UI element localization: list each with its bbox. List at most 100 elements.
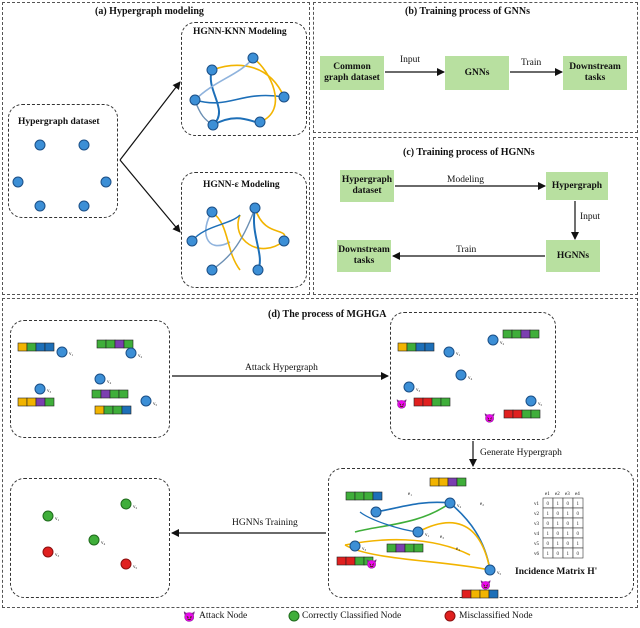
panel-c: [313, 137, 638, 295]
downstream-tasks-box-c: Downstream tasks: [337, 240, 391, 272]
modeling-arrow-label: Modeling: [447, 175, 484, 185]
svg-text:0: 0: [557, 512, 560, 517]
panel-a: [2, 2, 310, 295]
legend-correct-icon: [288, 610, 300, 622]
common-graph-dataset-box: Common graph dataset: [320, 56, 384, 90]
svg-text:0: 0: [567, 502, 570, 507]
svg-text:1: 1: [577, 542, 580, 547]
dataset-node: [78, 139, 90, 151]
train-arrow-label-b: Train: [521, 58, 542, 68]
svg-text:v5: v5: [534, 542, 540, 547]
classification-nodes: v₁ v₂ v₃ v₄ v₅: [42, 498, 138, 570]
arrow-to-knn: [119, 81, 181, 161]
svg-text:v₁: v₁: [456, 352, 461, 357]
hgnns-box: HGNNs: [546, 240, 600, 272]
svg-text:0: 0: [577, 512, 580, 517]
attack-icon: 😈: [484, 413, 495, 423]
svg-text:v₂: v₂: [138, 354, 143, 359]
svg-text:0: 0: [567, 542, 570, 547]
panel-b: [313, 2, 638, 133]
svg-text:0: 0: [567, 522, 570, 527]
svg-text:0: 0: [547, 542, 550, 547]
classification-result-box: [10, 478, 170, 598]
svg-text:v₅: v₅: [153, 402, 158, 407]
attack-icon: 😈: [396, 399, 407, 409]
svg-text:v₃: v₃: [362, 547, 367, 552]
original-nodes: v₁ v₂ v₃ v₄ v₅: [34, 346, 158, 407]
legend-attack-icon: 😈: [183, 611, 195, 623]
panel-b-title: (b) Training process of GNNs: [405, 6, 531, 17]
svg-text:0: 0: [547, 522, 550, 527]
svg-text:e1: e1: [545, 492, 550, 497]
attack-hypergraph-label: Attack Hypergraph: [245, 363, 318, 373]
svg-text:0: 0: [577, 532, 580, 537]
generated-hypergraph: v₂ v₁ v₃ v₅ 😈 😈 e₁ e₂ e₃ e₄: [344, 492, 502, 590]
svg-text:e₁: e₁: [408, 492, 412, 497]
attack-icon: 😈: [366, 559, 377, 569]
svg-text:v₃: v₃: [416, 388, 421, 393]
hypergraph-dataset-label: Hypergraph dataset: [18, 117, 100, 127]
svg-text:1: 1: [567, 512, 570, 517]
attack-icon: 😈: [480, 580, 491, 590]
svg-text:e₃: e₃: [440, 535, 444, 540]
hypergraph-box: Hypergraph: [546, 172, 608, 200]
epsilon-model-label: HGNN-ε Modeling: [203, 180, 280, 190]
dataset-node: [34, 139, 46, 151]
svg-text:1: 1: [577, 502, 580, 507]
dataset-node: [34, 200, 46, 212]
generate-hypergraph-label: Generate Hypergraph: [480, 448, 562, 458]
panel-d-title: (d) The process of MGHGA: [268, 309, 387, 320]
downstream-tasks-box-b: Downstream tasks: [563, 56, 627, 90]
legend-misclassified-icon: [444, 610, 456, 622]
svg-text:v₅: v₅: [538, 402, 543, 407]
legend-correct-label: Correctly Classified Node: [302, 611, 402, 621]
dataset-node: [100, 176, 112, 188]
svg-text:1: 1: [557, 502, 560, 507]
train-arrow-label-c: Train: [456, 245, 477, 255]
panel-d: [2, 298, 638, 608]
svg-text:v₃: v₃: [55, 553, 60, 558]
legend-misclassified-label: Misclassified Node: [459, 611, 533, 621]
svg-text:v₁: v₁: [69, 352, 74, 357]
svg-text:1: 1: [567, 552, 570, 557]
svg-text:1: 1: [547, 552, 550, 557]
svg-text:1: 1: [547, 532, 550, 537]
svg-text:1: 1: [557, 542, 560, 547]
svg-text:v4: v4: [534, 532, 540, 537]
svg-text:v₁: v₁: [55, 517, 60, 522]
input-arrow-label-c: Input: [580, 212, 601, 222]
attacked-hypergraph-box: [390, 312, 556, 440]
svg-text:v₅: v₅: [133, 565, 138, 570]
svg-text:v₂: v₂: [133, 505, 138, 510]
svg-text:v₄: v₄: [468, 376, 473, 381]
panel-c-title: (c) Training process of HGNNs: [403, 147, 535, 158]
svg-text:e3: e3: [565, 492, 570, 497]
svg-text:v₁: v₁: [425, 533, 430, 538]
svg-text:v1: v1: [534, 502, 540, 507]
epsilon-graph: [186, 202, 290, 276]
dataset-nodes: [12, 139, 112, 212]
svg-text:0: 0: [557, 552, 560, 557]
svg-text:1: 1: [567, 532, 570, 537]
knn-model-box: [181, 22, 307, 136]
svg-text:v2: v2: [534, 512, 540, 517]
svg-text:v6: v6: [534, 552, 540, 557]
svg-text:v₂: v₂: [500, 341, 505, 346]
svg-text:v₄: v₄: [101, 541, 106, 546]
hypergraph-dataset-box: [8, 104, 118, 218]
svg-text:0: 0: [547, 502, 550, 507]
svg-text:1: 1: [577, 522, 580, 527]
panel-a-title: (a) Hypergraph modeling: [95, 6, 204, 17]
svg-text:e₄: e₄: [456, 547, 460, 552]
svg-text:v₃: v₃: [47, 389, 52, 394]
original-hypergraph-box: [10, 320, 170, 438]
hgnns-training-label: HGNNs Training: [232, 518, 298, 528]
knn-model-label: HGNN-KNN Modeling: [193, 27, 287, 37]
svg-text:1: 1: [557, 522, 560, 527]
attacked-nodes: v₁ v₂ v₃ v₄ v₅ 😈 😈: [396, 334, 543, 423]
knn-graph: [189, 52, 290, 131]
svg-text:v3: v3: [534, 522, 540, 527]
svg-text:0: 0: [577, 552, 580, 557]
hypergraph-dataset-box-c: Hypergraph dataset: [340, 170, 394, 202]
